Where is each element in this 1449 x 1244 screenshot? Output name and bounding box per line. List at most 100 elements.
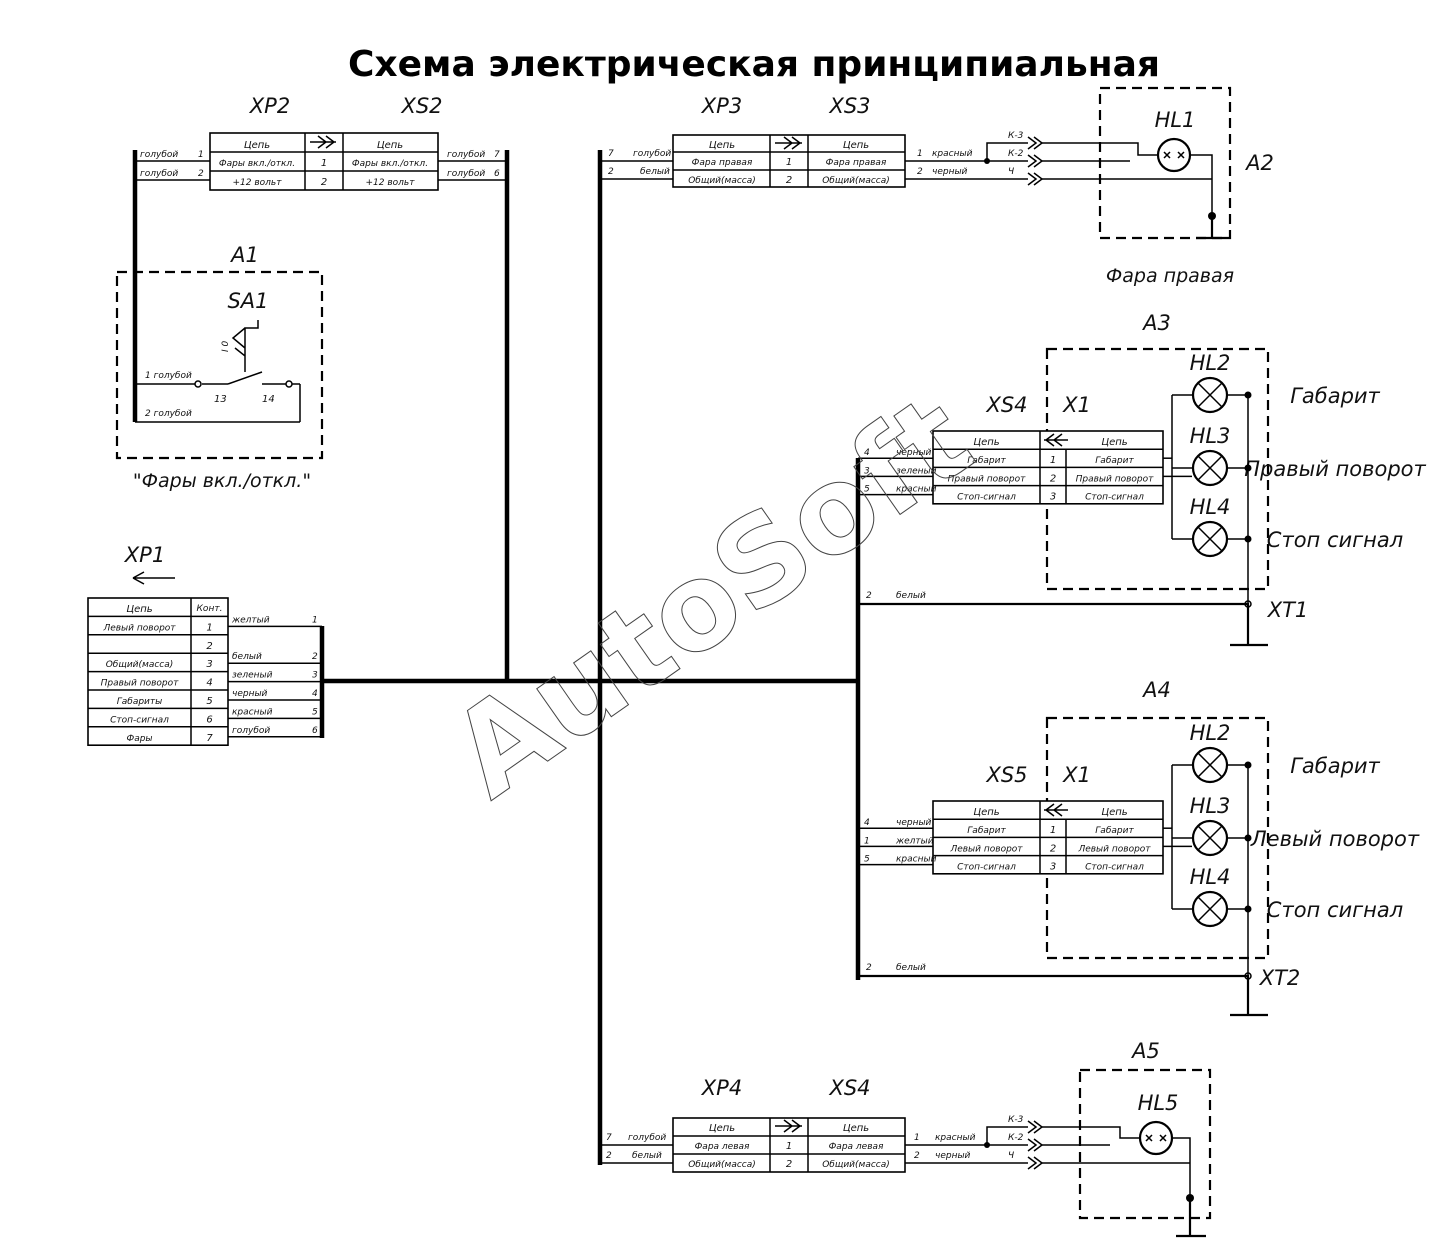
xp4-head: Цепь — [709, 1123, 735, 1134]
xp3-wire1-num: 7 — [608, 149, 614, 159]
xp1-wire-num: 1 — [312, 615, 318, 625]
switch-positions: I 0 — [221, 340, 231, 352]
xp2-row1-pin: 1 — [321, 158, 327, 169]
a3-row-right: Стоп-сигнал — [1085, 493, 1144, 503]
xs2-wire2-color: голубой — [447, 169, 485, 179]
a4-row-pin: 3 — [1050, 862, 1056, 873]
xp3-head: Цепь — [709, 140, 735, 151]
xp2-wire1-num: 1 — [198, 150, 204, 160]
a3-wire-num: 4 — [864, 448, 870, 458]
a3-wire-color: черный — [896, 448, 932, 458]
connector-label-xp2: XP2 — [249, 94, 290, 118]
a1-wire1: 1 голубой — [145, 371, 192, 381]
a3-row-right: Правый поворот — [1076, 474, 1155, 484]
xs2-head: Цепь — [377, 140, 403, 151]
xp1-head-circuit: Цепь — [126, 604, 152, 615]
xp4-row2: Общий(масса) — [688, 1160, 756, 1170]
a3-head-left: Цепь — [973, 437, 999, 448]
lamp-hl1-icon — [1156, 137, 1192, 173]
xs4b-row1: Фара левая — [829, 1142, 884, 1152]
a3-row-pin: 1 — [1050, 455, 1056, 466]
xp1-row-contact: 3 — [206, 659, 212, 670]
xp1-wire-color: черный — [232, 689, 268, 699]
xs4b-wire2-color: черный — [935, 1151, 971, 1161]
xs4b-wire1-num: 1 — [914, 1133, 920, 1143]
a4-circuit-name: Левый поворот — [1250, 827, 1420, 851]
a3-lamp-label: HL2 — [1190, 351, 1231, 375]
a4-row-right: Габарит — [1095, 826, 1134, 836]
block-label-a5: A5 — [1130, 1039, 1160, 1063]
ground-label-xt1: XT1 — [1267, 598, 1309, 622]
xp1-row-circuit: Левый поворот — [102, 623, 176, 633]
xp1-row-circuit: Фары — [126, 734, 152, 744]
xs3-wire1-num: 1 — [917, 149, 923, 159]
xs4b-wire2-num: 2 — [914, 1151, 920, 1161]
a4-row-left: Стоп-сигнал — [957, 863, 1016, 873]
xp4-row2-pin: 2 — [786, 1159, 792, 1170]
a4-row-right: Стоп-сигнал — [1085, 863, 1144, 873]
ground-label-xt2: XT2 — [1259, 966, 1301, 990]
a4-row-pin: 1 — [1050, 825, 1056, 836]
a4-circuit-name: Габарит — [1290, 754, 1380, 778]
connector-label-xp4: XP4 — [701, 1076, 742, 1100]
a3-row-left: Стоп-сигнал — [957, 493, 1016, 503]
a4-wire-num: 4 — [864, 818, 870, 828]
block-a2-headlight-right: A2 HL1 Фара правая — [1042, 86, 1274, 287]
connector-label-xp3: XP3 — [701, 94, 742, 118]
switch-label-sa1: SA1 — [227, 289, 268, 313]
main-harness — [132, 150, 861, 1165]
a3-row-pin: 2 — [1050, 473, 1056, 484]
a3-wire-color: зеленый — [896, 466, 937, 476]
a2-caption: Фара правая — [1106, 265, 1234, 287]
connector-label-xs3: XS3 — [828, 94, 870, 118]
a1-caption: "Фары вкл./откл." — [133, 470, 311, 492]
xp1-row-contact: 4 — [206, 678, 212, 689]
xp1-wire-color: зеленый — [232, 671, 273, 681]
a3-wire-num: 5 — [864, 485, 870, 495]
xp1-row-contact: 1 — [206, 622, 212, 633]
connector-label-xs2: XS2 — [400, 94, 442, 118]
a3-row-left: Правый поворот — [948, 474, 1027, 484]
block-a1-switch: A1 SA1 I 0 13 14 1 голубой 2 голубой "Фа… — [115, 243, 324, 492]
lamp-label-hl5: HL5 — [1138, 1091, 1179, 1115]
xs3-pin-k3: К-3 — [1008, 131, 1024, 141]
a3-wire-num: 3 — [864, 466, 870, 476]
xp3-row1: Фара правая — [692, 158, 753, 168]
block-label-a3: A3 — [1141, 311, 1171, 335]
xp2-row2: +12 вольт — [233, 178, 283, 188]
a4-wire-color: желтый — [895, 836, 934, 846]
page-title: Схема электрическая принципиальная — [348, 44, 1160, 85]
connector-xp2-xs2: XP2 XS2 Цепь Цепь Фары вкл./откл. 1 Фары… — [135, 94, 507, 191]
a4-lamp-label: HL4 — [1190, 865, 1231, 889]
xp2-head: Цепь — [244, 140, 270, 151]
xs3-head: Цепь — [843, 140, 869, 151]
connector-xp4-xs4: XP4 XS4 Цепь Цепь Фара левая 1 Фара лева… — [600, 1076, 1044, 1173]
xs2-row2: +12 вольт — [366, 178, 416, 188]
xp4-wire1-num: 7 — [606, 1133, 612, 1143]
xs4b-pin-ch: Ч — [1008, 1151, 1014, 1161]
plug-label-x1-a3: X1 — [1062, 393, 1091, 417]
xp3-wire1-color: голубой — [633, 149, 671, 159]
xp1-wire-color: голубой — [232, 726, 270, 736]
xs3-pin-ch: Ч — [1008, 167, 1014, 177]
block-a5-headlight-left: A5 HL5 — [1042, 1039, 1212, 1238]
xp2-row1: Фары вкл./откл. — [219, 159, 295, 169]
xp1-wire-color: желтый — [231, 615, 270, 625]
xp3-wire2-color: белый — [640, 167, 670, 177]
a1-wire2: 2 голубой — [145, 409, 192, 419]
a4-row-left: Левый поворот — [949, 844, 1023, 854]
xp4-row1: Фара левая — [695, 1142, 750, 1152]
xp1-row-contact: 2 — [206, 641, 212, 652]
a3-circuit-name: Правый поворот — [1244, 457, 1426, 481]
a4-wire-color: красный — [896, 855, 937, 865]
xs3-row2: Общий(масса) — [822, 176, 890, 186]
plug-label-x1-a4: X1 — [1062, 763, 1091, 787]
xs3-row1: Фара правая — [826, 158, 887, 168]
a4-row-left: Габарит — [967, 826, 1006, 836]
